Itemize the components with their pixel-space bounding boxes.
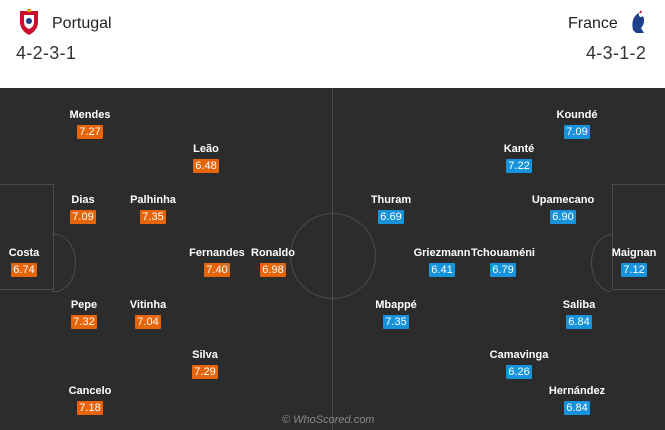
player-name: Thuram	[370, 194, 412, 206]
match-header: Portugal 4-2-3-1 France 4-3-1-2	[0, 0, 665, 82]
player-costa[interactable]: Costa 6.74	[0, 246, 69, 278]
player-silva[interactable]: Silva 7.29	[160, 348, 250, 380]
player-rating: 7.22	[506, 159, 532, 173]
player-cancelo[interactable]: Cancelo 7.18	[45, 384, 135, 416]
player-name: Kanté	[503, 143, 535, 155]
player-name: Camavinga	[489, 349, 549, 361]
player-rating: 6.69	[378, 210, 404, 224]
player-rating: 7.09	[70, 210, 96, 224]
player-dias[interactable]: Dias 7.09	[38, 193, 128, 225]
player-mbappe[interactable]: Mbappé 7.35	[351, 298, 441, 330]
player-ronaldo[interactable]: Ronaldo 6.98	[228, 246, 318, 278]
player-vitinha[interactable]: Vitinha 7.04	[103, 298, 193, 330]
football-pitch	[0, 88, 665, 430]
player-name: Vitinha	[129, 299, 167, 311]
player-name: Fernandes	[189, 247, 245, 259]
away-team-name: France	[568, 15, 618, 32]
france-rooster-icon	[632, 10, 645, 33]
player-palhinha[interactable]: Palhinha 7.35	[108, 193, 198, 225]
player-rating: 6.90	[550, 210, 576, 224]
player-rating: 7.35	[140, 210, 166, 224]
player-thuram[interactable]: Thuram 6.69	[346, 193, 436, 225]
player-rating: 7.18	[77, 401, 103, 415]
player-griezmann[interactable]: Griezmann 6.41	[397, 246, 487, 278]
player-name: Mendes	[69, 109, 111, 121]
player-saliba[interactable]: Saliba 6.84	[534, 298, 624, 330]
player-name: Maignan	[611, 247, 657, 259]
player-upamecano[interactable]: Upamecano 6.90	[518, 193, 608, 225]
player-name: Leão	[193, 143, 219, 155]
player-rating: 6.48	[193, 159, 219, 173]
away-formation: 4-3-1-2	[586, 43, 647, 63]
player-rating: 7.35	[383, 315, 409, 329]
player-kante[interactable]: Kanté 7.22	[474, 142, 564, 174]
player-rating: 7.12	[621, 263, 647, 277]
player-rating: 7.40	[204, 263, 230, 277]
player-rating: 7.09	[564, 125, 590, 139]
player-name: Hernández	[548, 385, 606, 397]
player-rating: 6.84	[564, 401, 590, 415]
player-rating: 7.29	[192, 365, 218, 379]
center-circle	[290, 213, 376, 299]
portugal-crest-icon	[20, 9, 38, 35]
player-name: Tchouaméni	[471, 247, 535, 259]
player-name: Mbappé	[375, 299, 417, 311]
player-rating: 6.79	[490, 263, 516, 277]
player-name: Griezmann	[413, 247, 471, 259]
player-fernandes[interactable]: Fernandes 7.40	[172, 246, 262, 278]
player-rating: 6.98	[260, 263, 286, 277]
player-rating: 6.41	[429, 263, 455, 277]
player-name: Upamecano	[531, 194, 595, 206]
player-name: Dias	[71, 194, 95, 206]
player-hernandez[interactable]: Hernández 6.84	[532, 384, 622, 416]
player-name: Silva	[192, 349, 218, 361]
home-formation: 4-2-3-1	[16, 43, 77, 63]
player-rating: 7.04	[135, 315, 161, 329]
home-team-name: Portugal	[52, 15, 112, 32]
player-name: Pepe	[70, 299, 98, 311]
player-leao[interactable]: Leão 6.48	[161, 142, 251, 174]
player-rating: 6.26	[506, 365, 532, 379]
whoscored-watermark: © WhoScored.com	[282, 414, 375, 426]
player-kounde[interactable]: Koundé 7.09	[532, 108, 622, 140]
player-maignan[interactable]: Maignan 7.12	[589, 246, 665, 278]
away-penalty-area	[612, 184, 665, 290]
player-rating: 7.27	[77, 125, 103, 139]
player-pepe[interactable]: Pepe 7.32	[39, 298, 129, 330]
player-name: Costa	[8, 247, 40, 259]
player-name: Koundé	[556, 109, 598, 121]
player-rating: 7.32	[71, 315, 97, 329]
player-mendes[interactable]: Mendes 7.27	[45, 108, 135, 140]
player-name: Palhinha	[130, 194, 176, 206]
player-rating: 6.84	[566, 315, 592, 329]
player-name: Cancelo	[68, 385, 112, 397]
player-camavinga[interactable]: Camavinga 6.26	[474, 348, 564, 380]
player-name: Saliba	[562, 299, 596, 311]
player-rating: 6.74	[11, 263, 37, 277]
player-tchouameni[interactable]: Tchouaméni 6.79	[458, 246, 548, 278]
player-name: Ronaldo	[251, 247, 295, 259]
